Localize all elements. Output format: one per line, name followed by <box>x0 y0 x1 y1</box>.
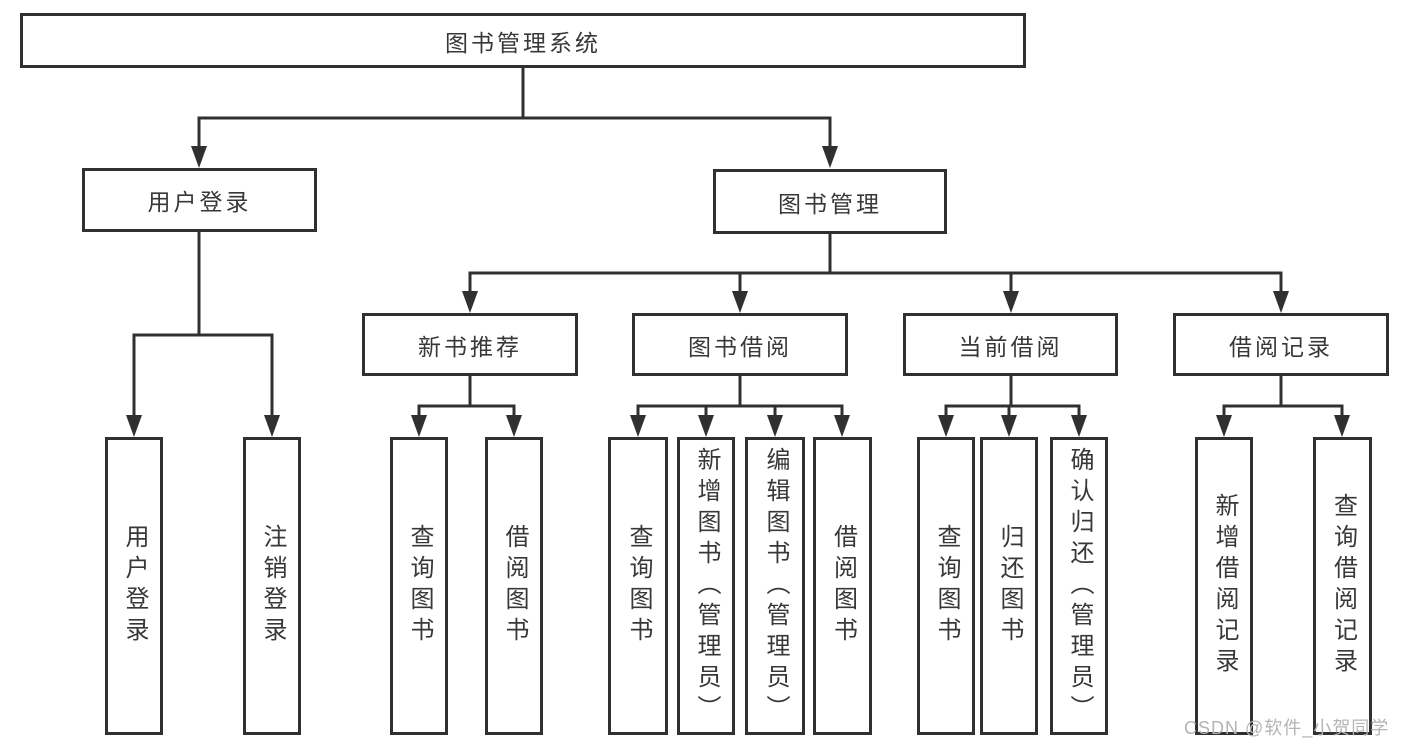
leaf-logout: 注销登录 <box>243 437 301 735</box>
leaf-br-add-record: 新增借阅记录 <box>1195 437 1253 735</box>
leaf-cb-confirm-return-admin: 确认归还（管理员） <box>1050 437 1108 735</box>
arrowheads <box>126 146 1350 437</box>
leaf-bb-borrow-books: 借阅图书 <box>813 437 872 735</box>
leaf-bb-query-books: 查询图书 <box>608 437 668 735</box>
leaf-bb-edit-books-admin: 编辑图书（管理员） <box>745 437 805 735</box>
node-current-borrowing: 当前借阅 <box>903 313 1118 376</box>
leaf-bb-add-books-admin: 新增图书（管理员） <box>677 437 735 735</box>
node-root-library-system: 图书管理系统 <box>20 13 1026 68</box>
leaf-cb-query-books: 查询图书 <box>917 437 975 735</box>
leaf-nb-query-books: 查询图书 <box>390 437 448 735</box>
node-new-book-recommend: 新书推荐 <box>362 313 578 376</box>
leaf-br-query-record: 查询借阅记录 <box>1313 437 1372 735</box>
csdn-watermark: CSDN @软件_小贺同学 <box>1184 718 1390 738</box>
node-user-login: 用户登录 <box>82 168 317 232</box>
leaf-nb-borrow-books: 借阅图书 <box>485 437 543 735</box>
node-borrowing-records: 借阅记录 <box>1173 313 1389 376</box>
leaf-cb-return-books: 归还图书 <box>980 437 1038 735</box>
node-book-borrowing: 图书借阅 <box>632 313 848 376</box>
leaf-user-login: 用户登录 <box>105 437 163 735</box>
node-book-management: 图书管理 <box>713 169 947 234</box>
